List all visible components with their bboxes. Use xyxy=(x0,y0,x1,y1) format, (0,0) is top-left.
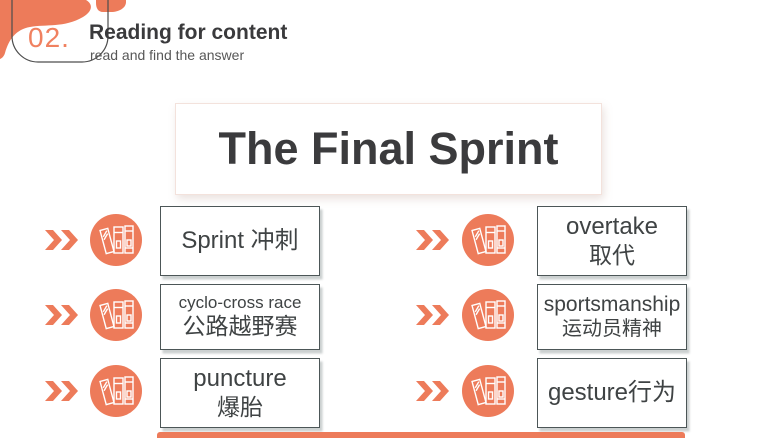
vocab-term: cyclo-cross race xyxy=(178,293,302,313)
section-subtitle: read and find the answer xyxy=(90,47,245,63)
double-chevron-icon xyxy=(415,230,451,250)
vocab-translation: 爆胎 xyxy=(217,393,263,420)
double-chevron-icon xyxy=(415,305,451,325)
vocab-translation: 运动员精神 xyxy=(562,317,662,340)
books-icon xyxy=(462,214,514,266)
books-icon xyxy=(90,214,142,266)
vocab-card-cyclo-cross-race: cyclo-cross race 公路越野赛 xyxy=(160,284,320,350)
books-icon xyxy=(90,365,142,417)
double-chevron-icon xyxy=(44,230,80,250)
main-title-box: The Final Sprint xyxy=(175,103,602,195)
section-number: 02. xyxy=(28,22,70,53)
vocab-term: gesture行为 xyxy=(547,378,677,406)
books-icon xyxy=(462,289,514,341)
section-title: Reading for content xyxy=(89,21,288,44)
vocab-card-sprint: Sprint 冲刺 xyxy=(160,206,320,276)
vocab-card-gesture: gesture行为 xyxy=(537,358,687,428)
bottom-accent-bar xyxy=(157,432,685,438)
vocab-term: puncture xyxy=(193,365,287,393)
double-chevron-icon xyxy=(415,381,451,401)
vocab-term: sportsmanship xyxy=(543,292,681,316)
vocab-card-overtake: overtake 取代 xyxy=(537,206,687,276)
vocab-card-puncture: puncture 爆胎 xyxy=(160,358,320,428)
double-chevron-icon xyxy=(44,305,80,325)
corner-swoosh-decoration xyxy=(0,0,126,63)
main-title: The Final Sprint xyxy=(218,123,559,174)
vocab-translation: 取代 xyxy=(589,241,635,268)
books-icon xyxy=(462,365,514,417)
double-chevron-icon xyxy=(44,381,80,401)
vocab-translation: 公路越野赛 xyxy=(182,313,298,340)
vocab-card-sportsmanship: sportsmanship 运动员精神 xyxy=(537,284,687,350)
vocab-term: overtake xyxy=(565,213,659,241)
books-icon xyxy=(90,289,142,341)
vocab-term: Sprint 冲刺 xyxy=(181,226,299,254)
